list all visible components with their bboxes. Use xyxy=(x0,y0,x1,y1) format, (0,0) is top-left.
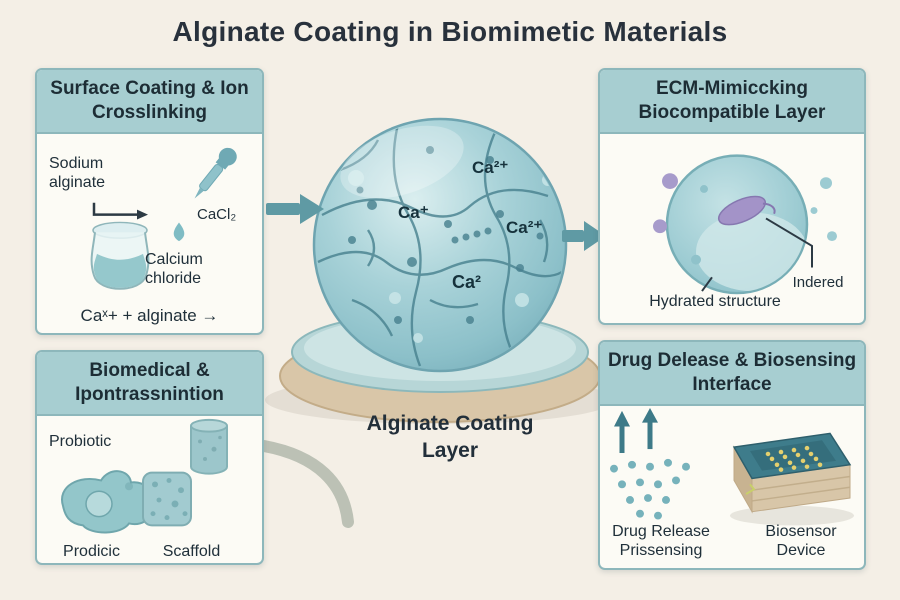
panel-surface-coating-body: Sodium alginate CaCl₂ Calcium chloride C… xyxy=(37,134,262,334)
label-calcium-chloride: Calcium chloride xyxy=(145,250,203,288)
label-scaffold: Scaffold xyxy=(162,542,221,560)
ion-dots xyxy=(348,146,544,324)
vesicle-icons xyxy=(653,172,678,233)
drug-biosensing-art xyxy=(610,407,854,525)
panel-biomedical-body: Probiotic Prodicic Scaffold xyxy=(37,416,262,564)
organelle-icon xyxy=(717,195,776,225)
capsule-icon xyxy=(190,418,228,475)
label-sodium-alginate: Sodium alginate xyxy=(49,154,106,192)
panel-biomedical-title: Biomedical & Ipontrassnintion xyxy=(37,352,262,416)
outside-dot-icons xyxy=(810,176,837,241)
label-cacl2: CaCl₂ xyxy=(197,205,237,223)
label-biosensor-device: Biosensor Device xyxy=(765,522,837,560)
ion-label-ca2plus-right: Ca²⁺ xyxy=(506,218,543,237)
flow-arrow-left-icon xyxy=(266,194,324,224)
ecm-art xyxy=(653,153,837,294)
crosslink-network xyxy=(317,123,563,367)
connector-curve xyxy=(258,440,354,528)
beaker-icon xyxy=(90,221,150,290)
arrow-icon xyxy=(92,202,148,219)
panel-ecm-layer: ECM-Mimiccking Biocompatible Layer xyxy=(598,68,866,325)
up-arrows-icon xyxy=(614,407,658,453)
panel-drug-biosensing: Drug Delease & Biosensing Interface xyxy=(598,340,866,570)
leader-line-hydrated xyxy=(701,276,713,292)
dropper-icon xyxy=(194,147,237,199)
biosensor-chip-icon xyxy=(730,432,854,525)
panel-ecm-layer-body: Indered Hydrated structure xyxy=(600,134,864,324)
panel-surface-coating-title: Surface Coating & Ion Crosslinking xyxy=(37,70,262,134)
droplet-icon xyxy=(173,221,185,241)
alginate-sphere xyxy=(312,117,568,373)
label-drug-release: Drug Release Prissensing xyxy=(612,522,710,560)
ion-label-caplus: Ca⁺ xyxy=(398,203,429,222)
ion-label-ca2-bottom: Ca² xyxy=(452,272,482,292)
panel-drug-biosensing-title: Drug Delease & Biosensing Interface xyxy=(600,342,864,406)
biomedical-art xyxy=(61,418,228,533)
center-caption: Alginate Coating Layer xyxy=(366,412,534,463)
diagram-title: Alginate Coating in Biomimetic Materials xyxy=(172,16,728,47)
scaffold-sponge-icon xyxy=(142,471,192,526)
label-probiotic: Probiotic xyxy=(49,432,112,450)
leader-line-indered xyxy=(765,217,813,268)
probiotic-cell-icon xyxy=(61,469,152,533)
label-hydrated-structure: Hydrated structure xyxy=(649,292,781,310)
cell-icon xyxy=(665,153,809,294)
label-indered: Indered xyxy=(792,273,844,291)
particles-icon xyxy=(610,458,690,520)
panel-ecm-layer-title: ECM-Mimiccking Biocompatible Layer xyxy=(600,70,864,134)
ion-label-ca2plus-top: Ca²⁺ xyxy=(472,158,509,177)
surface-coating-art xyxy=(90,147,237,290)
label-prodicic: Prodicic xyxy=(63,542,120,560)
flow-arrow-right-icon xyxy=(562,221,606,251)
panel-drug-biosensing-body: Drug Release Prissensing Biosensor Devic… xyxy=(600,406,864,569)
panel-surface-coating: Surface Coating & Ion Crosslinking xyxy=(35,68,264,335)
panel-biomedical: Biomedical & Ipontrassnintion xyxy=(35,350,264,565)
label-crosslink-equation: Caˣ+ + alginate → xyxy=(80,305,219,325)
